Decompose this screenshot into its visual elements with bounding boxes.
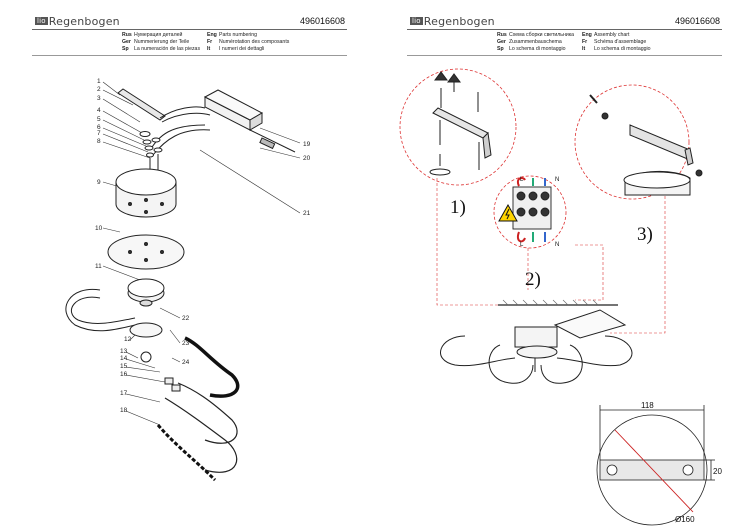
callout-6: 6 — [97, 124, 101, 131]
document-number: 496016608 — [674, 16, 720, 26]
callout-19: 19 — [303, 141, 311, 148]
detail-circle-2 — [493, 175, 567, 249]
document-number: 496016608 — [299, 16, 345, 26]
step-3-label: 3) — [637, 224, 653, 245]
callout-7: 7 — [97, 130, 101, 137]
callout-5: 5 — [97, 116, 101, 123]
callout-13: 13 — [120, 348, 128, 355]
terminal-l-top: L — [520, 177, 524, 183]
assembly-diagram: L N L N — [399, 68, 722, 526]
callout-16: 16 — [120, 371, 128, 378]
callout-2: 2 — [97, 86, 101, 93]
detail-circle-1 — [399, 68, 517, 186]
callout-15: 15 — [120, 363, 128, 370]
dimension-height: 20 — [713, 467, 722, 476]
terminal-n-top: N — [555, 177, 559, 183]
callout-3: 3 — [97, 95, 101, 102]
callout-9: 9 — [97, 179, 101, 186]
callout-23: 23 — [182, 340, 190, 347]
callout-24: 24 — [182, 359, 190, 366]
callout-14: 14 — [120, 355, 128, 362]
callout-11: 11 — [95, 263, 102, 270]
electrical-warning-icon — [498, 203, 518, 222]
callout-4: 4 — [97, 107, 101, 114]
callout-21: 21 — [303, 210, 311, 217]
callout-20: 20 — [303, 155, 311, 162]
callout-8: 8 — [97, 138, 101, 145]
callout-10: 10 — [95, 225, 103, 232]
step-2-label: 2) — [525, 269, 541, 290]
dimension-diameter: Ø160 — [675, 515, 695, 524]
callout-1: 1 — [97, 78, 101, 85]
exploded-parts-diagram: 1 2 3 4 5 6 7 8 9 10 11 12 13 14 15 16 1… — [65, 78, 311, 482]
terminal-n-bottom: N — [555, 242, 559, 248]
header-divider — [407, 29, 722, 30]
header-divider-bottom — [407, 55, 722, 56]
header-divider — [32, 29, 347, 30]
detail-circle-3 — [574, 84, 690, 200]
callout-18: 18 — [120, 407, 128, 414]
dimension-width: 118 — [641, 401, 654, 410]
header-divider-bottom — [32, 55, 347, 56]
callout-12: 12 — [124, 336, 132, 343]
step-1-label: 1) — [450, 197, 466, 218]
callout-22: 22 — [182, 315, 190, 322]
terminal-l-bottom: L — [520, 242, 524, 248]
callout-17: 17 — [120, 390, 128, 397]
